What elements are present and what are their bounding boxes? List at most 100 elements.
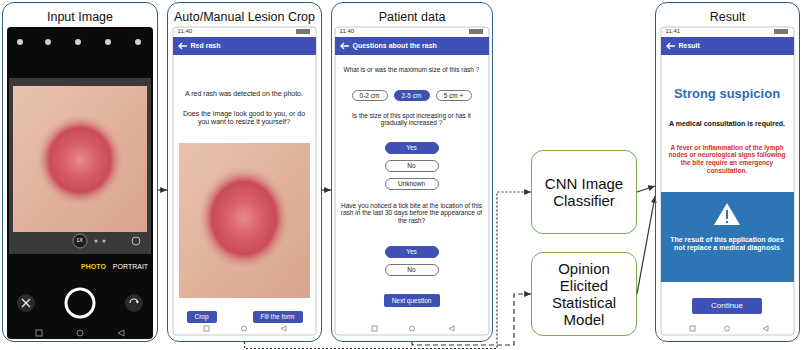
status-time: 11:41 bbox=[666, 28, 696, 35]
skin-photo bbox=[13, 86, 147, 232]
warning-icon bbox=[713, 202, 741, 226]
flow-arrow bbox=[322, 189, 331, 190]
skin-photo bbox=[179, 143, 310, 298]
phone-screen bbox=[173, 27, 316, 335]
zoom-label: 1X bbox=[73, 237, 87, 244]
answer-button: 5 cm + bbox=[436, 90, 472, 101]
step-panel: ResultResultThe result of this applicati… bbox=[655, 2, 800, 342]
back-arrow bbox=[666, 42, 676, 50]
warning-text: A fever or inflammation of the lymph nod… bbox=[664, 144, 790, 175]
shutter-button bbox=[66, 289, 94, 317]
app-button: Continue bbox=[692, 298, 762, 314]
nav-icon bbox=[763, 326, 768, 331]
step-panel-text: Auto/Manual Lesion Crop bbox=[174, 10, 315, 24]
back-arrow bbox=[667, 43, 675, 49]
screen-text: A red rash was detected on the photo. bbox=[177, 90, 311, 98]
back-arrow bbox=[178, 42, 188, 50]
app-header-text: Red rash bbox=[173, 37, 316, 55]
model-box: CNN Image Classifier bbox=[531, 150, 637, 234]
answer-button-text: No bbox=[391, 265, 433, 275]
back-arrow bbox=[340, 42, 350, 50]
flow-arrow bbox=[245, 192, 532, 349]
step-panel-text: Patient data bbox=[379, 10, 446, 24]
app-header: Questions about the rash bbox=[335, 37, 489, 55]
camera-icon bbox=[75, 39, 81, 45]
app-button-text: Continue bbox=[697, 298, 757, 314]
flow-arrow bbox=[637, 196, 655, 294]
rash bbox=[36, 114, 124, 206]
camera-screen bbox=[7, 27, 153, 339]
zoom-chip bbox=[73, 234, 87, 248]
result-heading: Strong suspicion bbox=[662, 86, 792, 102]
answer-button-text: 2-5 cm bbox=[400, 91, 424, 100]
status-time: 11:40 bbox=[340, 28, 370, 35]
app-button: Fill the form bbox=[253, 311, 303, 323]
answer-button: Yes bbox=[385, 246, 439, 258]
status-time: 11:40 bbox=[178, 28, 208, 35]
model-box-text: CNN Image Classifier bbox=[536, 175, 632, 210]
warning-icon bbox=[714, 203, 740, 225]
step-panel: Patient dataQuestions about the rash 0-2 … bbox=[331, 2, 493, 342]
nav-icon bbox=[77, 330, 83, 336]
app-button-text: Fill the form bbox=[258, 311, 298, 323]
flip-button bbox=[125, 294, 143, 312]
status-icon bbox=[774, 29, 788, 34]
warning-icon bbox=[726, 221, 728, 223]
nav-icon bbox=[36, 330, 42, 336]
status-icon bbox=[469, 29, 483, 34]
app-button: Next question bbox=[384, 294, 440, 307]
warning-icon bbox=[726, 210, 728, 219]
flip-icon bbox=[130, 299, 138, 303]
back-arrow bbox=[341, 43, 349, 49]
viewfinder bbox=[9, 78, 151, 254]
back-arrow bbox=[179, 43, 187, 49]
nav-icon bbox=[372, 326, 377, 331]
answer-button-text: 0-2 cm bbox=[358, 91, 382, 100]
status-icon bbox=[296, 29, 310, 34]
close-icon bbox=[22, 299, 30, 307]
flow-arrow bbox=[637, 186, 655, 192]
answer-button: No bbox=[385, 264, 439, 276]
answer-button-text: No bbox=[391, 161, 433, 171]
nav-icon bbox=[118, 330, 124, 336]
screen-text: Does the image look good to you, or do y… bbox=[177, 110, 311, 127]
zoom-dot bbox=[103, 240, 106, 243]
camera-icon bbox=[45, 39, 51, 45]
nav-icon bbox=[242, 326, 247, 331]
app-button: Crop bbox=[187, 311, 217, 323]
model-box-text: Opinion Elicited Statistical Model bbox=[536, 260, 632, 329]
phone-screen bbox=[335, 27, 489, 335]
warning-box-text: The result of this application does not … bbox=[667, 236, 788, 254]
zoom-dot bbox=[95, 240, 98, 243]
nav-icon bbox=[204, 326, 209, 331]
warning-box: The result of this application does not … bbox=[661, 192, 794, 282]
answer-button: 2-5 cm bbox=[394, 90, 430, 101]
model-box: Opinion Elicited Statistical Model bbox=[531, 252, 637, 336]
close-button bbox=[17, 294, 35, 312]
answer-button-text: Unknown bbox=[391, 179, 433, 189]
answer-button: Yes bbox=[385, 142, 439, 154]
answer-button: Unknown bbox=[385, 178, 439, 190]
nav-icon bbox=[410, 326, 415, 331]
nav-icon bbox=[449, 326, 454, 331]
answer-button: No bbox=[385, 160, 439, 172]
answer-button-text: 5 cm + bbox=[442, 91, 466, 100]
app-header: Red rash bbox=[173, 37, 316, 55]
nav-icon bbox=[281, 326, 286, 331]
answer-button-text: Yes bbox=[391, 143, 433, 153]
answer-button: 0-2 cm bbox=[352, 90, 388, 101]
question-text: Have you noticed a tick bite at the loca… bbox=[339, 202, 485, 225]
mode-label: PORTRAIT bbox=[111, 263, 151, 271]
question-text: What is or was the maximum size of this … bbox=[339, 66, 485, 74]
step-panel-text: Input Image bbox=[47, 10, 113, 24]
lens-icon bbox=[132, 237, 140, 245]
app-button-text: Next question bbox=[389, 294, 435, 307]
app-header: Result bbox=[661, 37, 794, 55]
step-panel: Input ImagePHOTOPORTRAIT1X bbox=[2, 2, 158, 342]
result-text: A medical consultation is required. bbox=[664, 120, 790, 128]
flow-arrow bbox=[158, 189, 167, 190]
step-panel-text: Result bbox=[710, 10, 745, 24]
nav-icon bbox=[725, 326, 730, 331]
nav-icon bbox=[690, 326, 695, 331]
camera-icon bbox=[135, 39, 141, 45]
